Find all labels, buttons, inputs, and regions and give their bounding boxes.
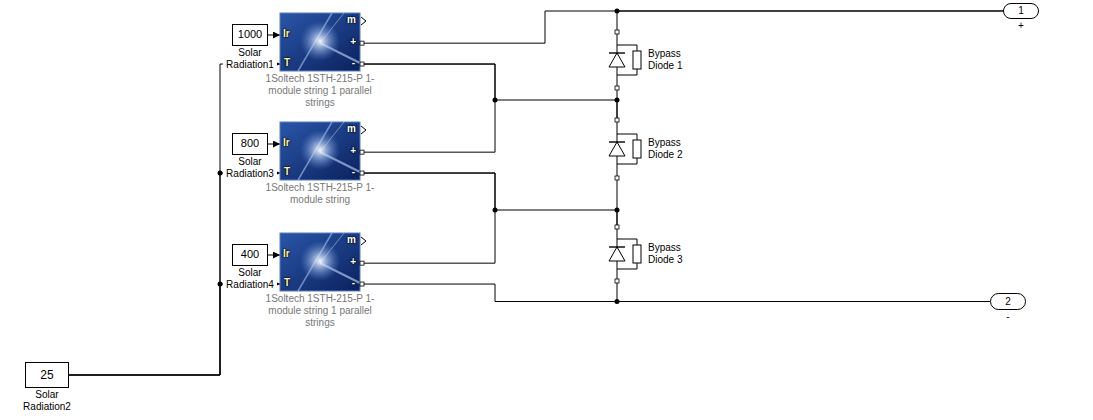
port-label: m [347, 14, 356, 26]
constant-block: 400Solar Radiation4 [232, 244, 268, 266]
block-name: Bypass Diode 2 [648, 137, 704, 161]
wire [360, 173, 617, 225]
port-label: m [347, 234, 356, 246]
output-port: 2- [990, 293, 1026, 310]
wire [617, 283, 990, 302]
port-label: + [350, 145, 356, 157]
port-label: + [350, 256, 356, 268]
diode-symbol [600, 225, 646, 283]
signal-line [69, 284, 280, 375]
bypass-diode: Bypass Diode 1 [600, 30, 710, 90]
port-label: Ir [283, 248, 290, 260]
diode-symbol [600, 118, 646, 180]
junction-dot [615, 98, 620, 103]
constant-value: 1000 [238, 28, 262, 41]
signal-line [268, 144, 280, 145]
junction-dot [218, 171, 223, 176]
junction-dot [493, 98, 498, 103]
port-number: 2 [1005, 296, 1011, 308]
junction-dot [615, 9, 620, 14]
port-label: + [350, 36, 356, 48]
constant-block: 1000Solar Radiation1 [232, 24, 268, 46]
wire [360, 284, 990, 301]
pv-module-block: IrTm+-1Soltech 1STH-215-P 1-module strin… [280, 13, 360, 71]
pv-module-block: IrTm+-1Soltech 1STH-215-P 1-module strin… [280, 233, 360, 291]
block-name: 1Soltech 1STH-215-P 1-module string [258, 182, 382, 206]
bypass-diode: Bypass Diode 3 [600, 225, 710, 283]
port-label: T [284, 166, 290, 178]
junction-dot [615, 299, 620, 304]
port-sign: - [1004, 311, 1011, 323]
port-label: T [284, 57, 290, 69]
junction-dot [615, 208, 620, 213]
port-number: 1 [1018, 5, 1024, 17]
output-port: 1+ [1003, 3, 1039, 19]
pv-module-block: IrTm+-1Soltech 1STH-215-P 1-module strin… [280, 122, 360, 180]
wire [360, 11, 1003, 43]
block-name: 1Soltech 1STH-215-P 1-module string 1 pa… [258, 293, 382, 329]
port-label: - [352, 166, 355, 178]
wire [617, 11, 1003, 30]
port-label: T [284, 277, 290, 289]
bypass-diode: Bypass Diode 2 [600, 118, 710, 180]
block-name: Solar Radiation2 [20, 389, 74, 413]
block-name: 1Soltech 1STH-215-P 1-module string 1 pa… [258, 73, 382, 109]
signal-line [268, 35, 280, 36]
constant-block: 800Solar Radiation3 [232, 133, 268, 155]
signal-line [69, 64, 280, 375]
constant-value: 400 [241, 248, 259, 261]
signal-line [268, 255, 280, 256]
junction-dot [493, 208, 498, 213]
diode-symbol [600, 30, 646, 90]
signal-line [69, 173, 280, 375]
constant-value: 800 [241, 137, 259, 150]
junction-dot [218, 282, 223, 287]
block-name: Solar Radiation4 [223, 267, 277, 291]
port-label: Ir [283, 137, 290, 149]
wire [617, 90, 618, 118]
port-label: - [352, 57, 355, 69]
constant-value: 25 [40, 368, 53, 382]
block-name: Solar Radiation3 [223, 156, 277, 180]
block-name: Bypass Diode 3 [648, 242, 704, 266]
constant-block: 25Solar Radiation2 [25, 362, 69, 388]
port-sign: + [1016, 20, 1026, 32]
wire [360, 64, 617, 118]
port-label: m [347, 123, 356, 135]
port-label: Ir [283, 28, 290, 40]
port-label: - [352, 277, 355, 289]
wire [617, 180, 618, 225]
block-name: Solar Radiation1 [223, 47, 277, 71]
block-name: Bypass Diode 1 [648, 48, 704, 72]
